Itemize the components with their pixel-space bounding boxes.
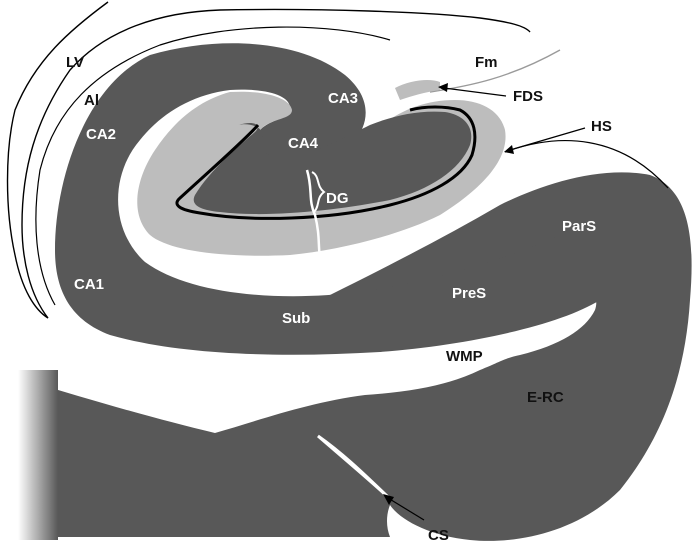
cs-arrow-line (387, 497, 425, 521)
granule-cell-line (175, 105, 477, 220)
cornu-ammonis (55, 43, 600, 355)
hs-arrowhead (504, 145, 514, 154)
label-sub: Sub (282, 310, 310, 327)
label-ca4: CA4 (288, 135, 319, 152)
label-ca3: CA3 (328, 90, 358, 107)
cut-edge-fade (18, 370, 58, 540)
label-lv: LV (66, 54, 84, 71)
dg-brace (311, 171, 326, 213)
fds-arrow-line (443, 87, 507, 97)
label-pars: ParS (562, 218, 596, 235)
hs-arrow-line (509, 127, 586, 151)
ventricle-outline (6, 1, 531, 319)
label-fds: FDS (513, 88, 543, 105)
label-ca1: CA1 (74, 276, 104, 293)
label-fm: Fm (475, 54, 498, 71)
fds-arrowhead (438, 83, 448, 92)
label-ca2: CA2 (86, 126, 116, 143)
label-erc: E-RC (527, 389, 564, 406)
dentate-core (193, 111, 472, 215)
cs-arrowhead (383, 494, 394, 505)
label-hs: HS (591, 118, 612, 135)
alveus-line (35, 26, 391, 306)
fimbriodentate-sulcus (395, 80, 440, 100)
label-wmp: WMP (446, 348, 483, 365)
label-al: Al (84, 92, 99, 109)
dg-divider (305, 169, 322, 259)
label-pres: PreS (452, 285, 486, 302)
label-cs: CS (428, 527, 449, 544)
label-dg: DG (326, 190, 349, 207)
